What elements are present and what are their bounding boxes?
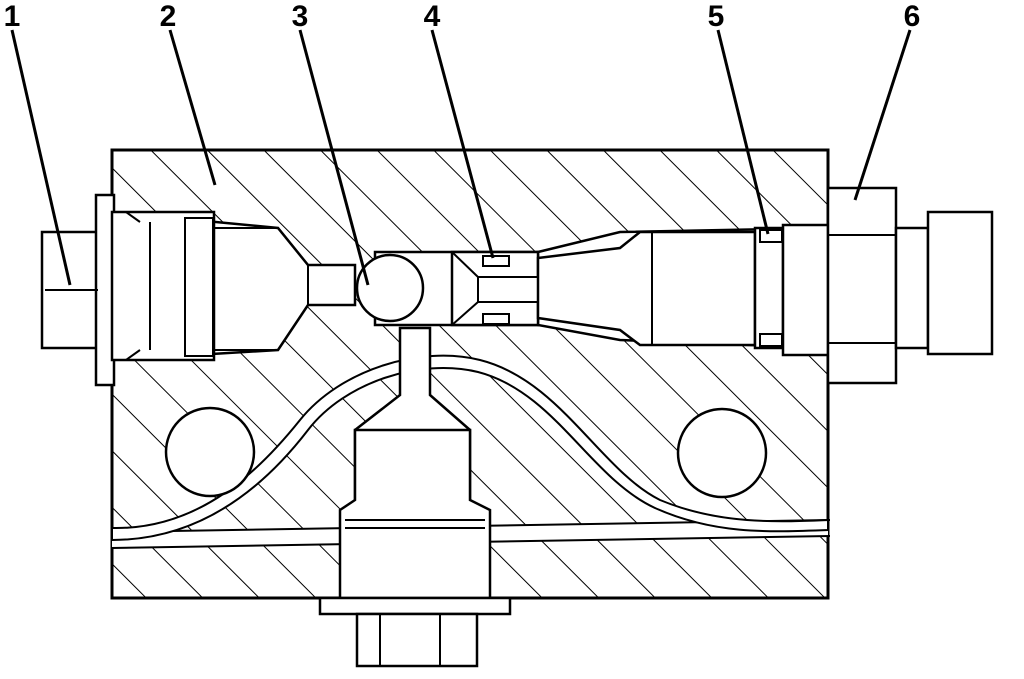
leader-line-2 xyxy=(168,29,217,186)
piston xyxy=(450,250,540,327)
leader-line-6 xyxy=(853,29,912,201)
callout-labels: 1 2 3 4 5 6 xyxy=(4,0,921,33)
check-ball xyxy=(355,253,425,323)
leader-line-3 xyxy=(298,29,370,286)
callout-2: 2 xyxy=(160,0,177,33)
right-insert xyxy=(536,226,785,350)
callout-3: 3 xyxy=(292,0,309,33)
leader-line-5 xyxy=(716,29,770,235)
bottom-plug xyxy=(318,428,512,668)
callout-1: 1 xyxy=(4,0,21,33)
callout-5: 5 xyxy=(708,0,725,33)
leader-line-4 xyxy=(430,29,495,259)
internal-passage xyxy=(111,354,829,542)
left-plug xyxy=(40,193,309,387)
callout-6: 6 xyxy=(904,0,921,33)
right-mounting-hole xyxy=(676,407,768,499)
left-mounting-hole xyxy=(164,406,256,498)
callout-4: 4 xyxy=(424,0,441,33)
leader-line-1 xyxy=(10,29,72,286)
leader-lines xyxy=(10,29,912,286)
right-fitting xyxy=(781,186,994,385)
